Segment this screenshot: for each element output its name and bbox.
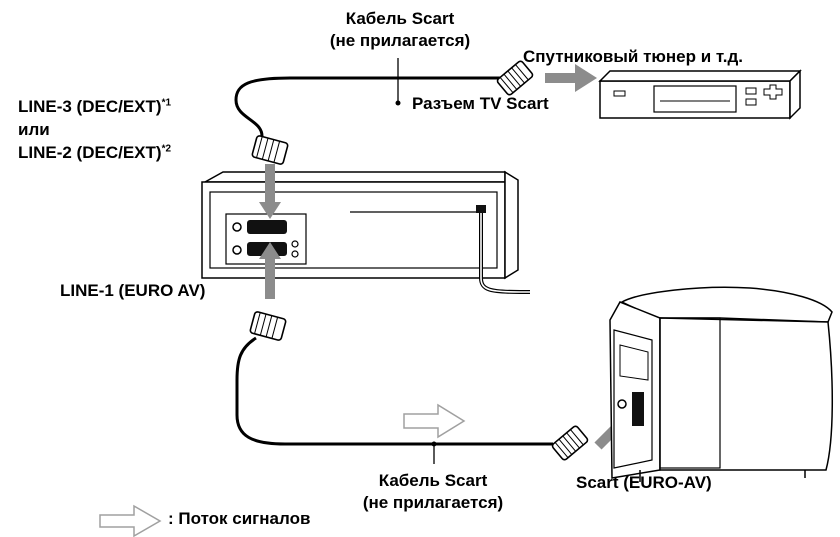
arrow-into-line3 xyxy=(259,164,281,219)
top-scart-cable xyxy=(234,76,500,137)
or-label: или xyxy=(18,120,50,139)
satellite-tuner-label: Спутниковый тюнер и т.д. xyxy=(523,47,743,66)
scart-plug-upper xyxy=(251,135,289,165)
scart-plug-tv xyxy=(551,425,589,461)
legend-label: : Поток сигналов xyxy=(168,509,311,528)
scart-plug-tuner xyxy=(496,60,534,96)
line2-label: LINE-2 (DEC/EXT)*2 xyxy=(18,143,172,162)
line1-label: LINE-1 (EURO AV) xyxy=(60,281,206,300)
top-cable-label: Кабель Scart (не прилагается) xyxy=(329,9,471,50)
arrow-to-tuner xyxy=(545,64,597,92)
bottom-scart-cable xyxy=(235,336,553,446)
legend-arrow-icon xyxy=(99,504,162,537)
scart-euro-av-label: Scart (EURO-AV) xyxy=(576,473,712,492)
line3-label: LINE-3 (DEC/EXT)*1 xyxy=(18,97,172,116)
tv-scart-jack-label: Разъем TV Scart xyxy=(412,94,549,113)
arrow-into-line1 xyxy=(259,242,281,299)
scart-plug-lower xyxy=(249,311,287,341)
satellite-tuner xyxy=(598,69,802,120)
bottom-cable-label: Кабель Scart (не прилагается) xyxy=(362,471,504,512)
tv-set xyxy=(609,286,834,482)
recorder-device xyxy=(201,170,519,280)
signal-flow-arrow xyxy=(403,403,466,439)
